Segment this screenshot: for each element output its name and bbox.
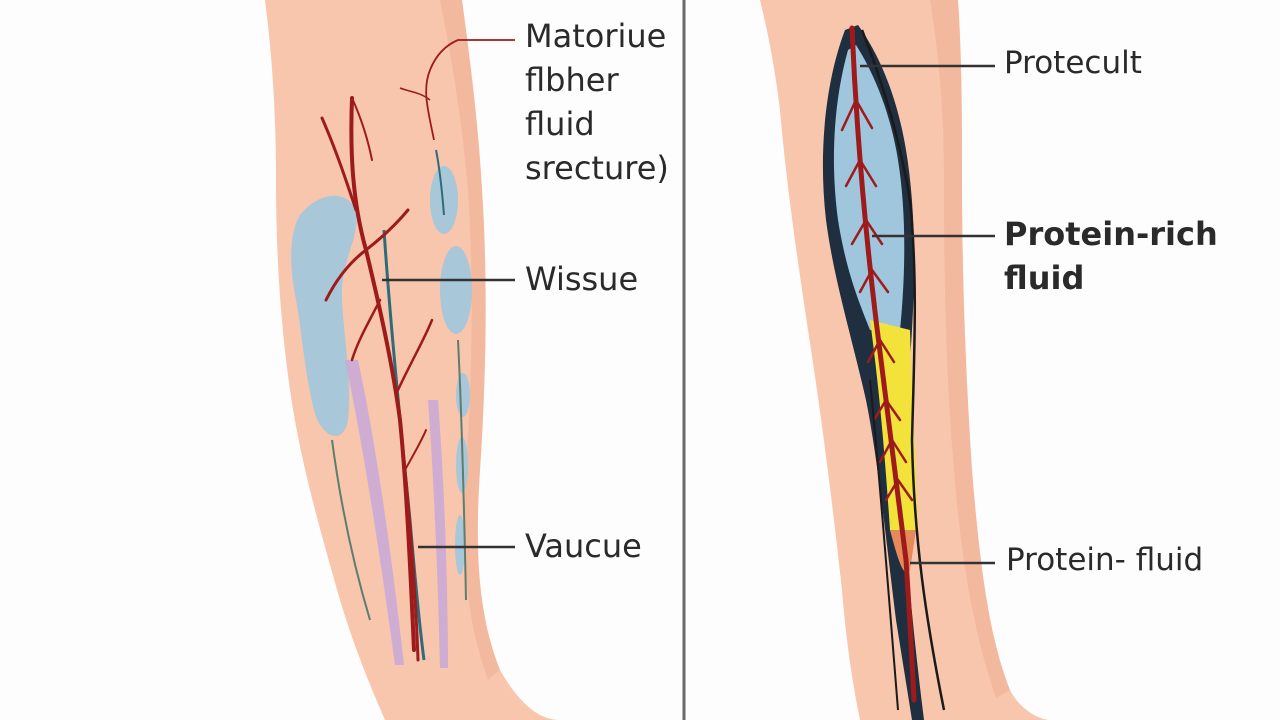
- label-protecult: Protecult: [1004, 45, 1142, 81]
- left-muscle-band-1: [345, 360, 404, 665]
- right-leg-shadow: [930, 0, 1010, 698]
- left-vein-teal-4: [435, 149, 445, 216]
- left-fluid-pocket-4: [456, 373, 470, 417]
- label-line: fluid: [1004, 259, 1085, 297]
- left-fluid-pocket-3: [440, 246, 472, 334]
- right-vessel-tree: [840, 25, 917, 703]
- left-top-vessel: [425, 39, 515, 141]
- left-vein-teal-3: [457, 339, 467, 601]
- left-vessel-tree: [320, 96, 434, 662]
- label-line: Matoriue: [525, 17, 667, 55]
- left-muscle-band-2: [428, 400, 448, 668]
- label-line: flbher: [525, 61, 619, 99]
- left-top-vessel-branch: [399, 87, 431, 101]
- label-vascular: Vaucue: [525, 527, 642, 565]
- left-fluid-pocket-1: [291, 195, 357, 437]
- label-protein-rich-fluid: Protein-rich fluid: [1004, 218, 1218, 306]
- left-vein-teal-2: [331, 439, 371, 621]
- left-leg-shadow: [440, 0, 500, 680]
- right-leg-illustration: [760, 0, 1050, 720]
- label-tissue: Wissue: [525, 260, 639, 298]
- left-fluid-pocket-2: [430, 166, 458, 234]
- right-fluid-blue: [833, 45, 905, 330]
- right-outer-line-1: [860, 29, 946, 711]
- label-protein-fluid: Protein- fluid: [1006, 542, 1204, 578]
- label-line: srecture): [525, 149, 669, 187]
- label-line: fluid: [525, 105, 595, 143]
- right-outer-line-2: [869, 379, 899, 711]
- label-line: Protein-rich: [1004, 215, 1218, 253]
- left-leg-illustration: [265, 0, 560, 720]
- label-fiber-fluid-structure: Matoriue flbher fluid srecture): [525, 20, 669, 196]
- left-fluid-pocket-6: [455, 515, 465, 575]
